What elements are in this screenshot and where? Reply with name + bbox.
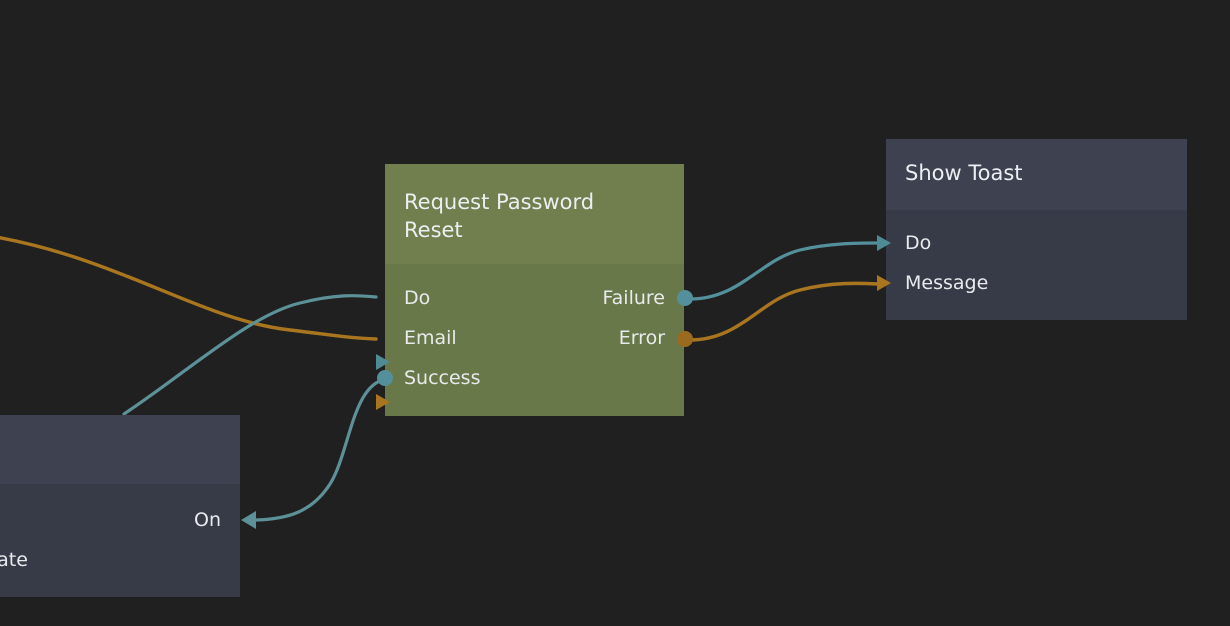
port-row-email-in[interactable]: Email	[404, 326, 457, 350]
port-glyph-show-toast-message-arrow-icon[interactable]	[877, 275, 891, 291]
port-glyph-failure-out-dot-icon[interactable]	[677, 290, 693, 306]
node-header-switch[interactable]: tch	[0, 415, 240, 484]
port-glyph-email-in-arrow-icon[interactable]	[376, 394, 390, 410]
port-label-show-toast-message: Message	[905, 272, 989, 294]
wire-error-to-message[interactable]	[688, 281, 880, 342]
node-header-request-password-reset[interactable]: Request Password Reset	[385, 164, 684, 264]
wire-offscreen-to-email[interactable]	[0, 236, 378, 341]
port-row-switch-on[interactable]: On	[194, 508, 221, 532]
node-show-toast[interactable]: Show Toast Do Message	[877, 139, 1187, 320]
wire-success-to-on[interactable]	[254, 377, 388, 522]
port-glyph-show-toast-do-arrow-icon[interactable]	[877, 235, 891, 251]
port-row-do-in[interactable]: Do	[404, 286, 430, 310]
port-label-do: Do	[404, 287, 431, 309]
port-glyph-switch-on-arrow-icon[interactable]	[241, 511, 256, 529]
node-body-show-toast: Do Message	[886, 210, 1187, 320]
node-header-show-toast[interactable]: Show Toast	[886, 139, 1187, 210]
port-row-show-toast-message[interactable]: Message	[905, 271, 988, 295]
node-title-request-password-reset: Request Password Reset	[404, 190, 595, 242]
node-title-show-toast: Show Toast	[905, 161, 1023, 185]
wire-switch-to-do[interactable]	[122, 294, 378, 416]
node-request-password-reset[interactable]: Request Password Reset Do Email Success …	[376, 164, 693, 416]
port-row-switch-current-state[interactable]: rent State	[0, 548, 28, 572]
node-switch[interactable]: tch On rent State	[0, 415, 240, 597]
port-label-switch-on: On	[194, 509, 221, 531]
port-label-show-toast-do: Do	[905, 232, 932, 254]
port-label-error: Error	[618, 327, 665, 349]
port-row-error-out[interactable]: Error	[619, 326, 665, 350]
port-glyph-do-in-arrow-icon[interactable]	[376, 354, 390, 370]
port-glyph-error-out-dot-icon[interactable]	[677, 331, 693, 347]
port-label-switch-current-state: rent State	[0, 549, 28, 571]
port-row-failure-out[interactable]: Failure	[602, 286, 665, 310]
port-label-email: Email	[404, 327, 457, 349]
port-row-show-toast-do[interactable]: Do	[905, 231, 931, 255]
port-glyph-success-in-dot-icon[interactable]	[377, 370, 393, 386]
node-body-request-password-reset: Do Email Success Failure Error	[385, 264, 684, 416]
port-label-success: Success	[404, 367, 481, 389]
wire-failure-to-do[interactable]	[688, 241, 880, 301]
node-body-switch: On rent State	[0, 484, 240, 597]
port-label-failure: Failure	[602, 287, 665, 309]
port-row-success-in[interactable]: Success	[404, 366, 480, 390]
